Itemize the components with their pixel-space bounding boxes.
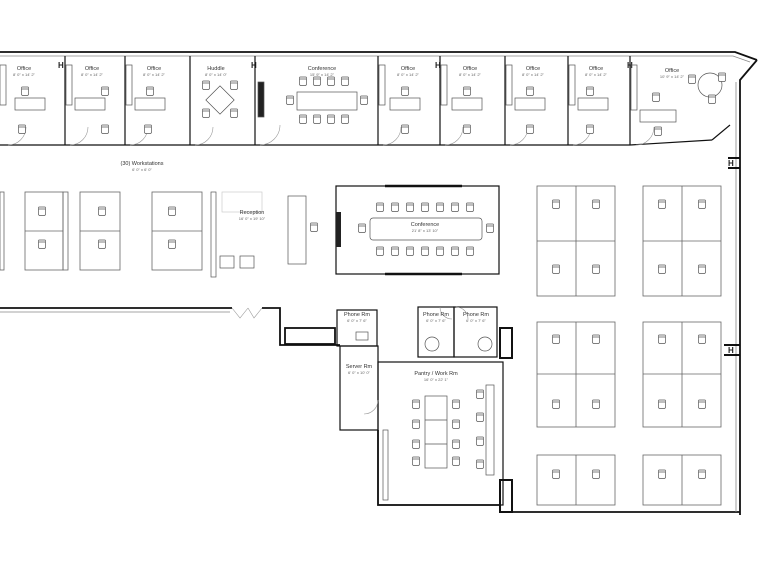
room-dim: 8' 0" x 14' 2" <box>585 72 607 77</box>
svg-text:H: H <box>728 346 734 355</box>
top-conference-table <box>286 76 368 124</box>
room-dim: 15' 9" x 14' 2" <box>309 72 335 77</box>
room-dim: 6' 0" x 10' 0" <box>348 370 370 375</box>
svg-text:H: H <box>58 61 64 70</box>
room-dim: 8' 0" x 14' 2" <box>13 72 35 77</box>
room-name: Server Rm <box>345 364 373 370</box>
office-furniture <box>0 64 723 123</box>
room-dim: 8' 0" x 14' 2" <box>397 72 419 77</box>
room-dim: 8' 0" x 14' 2" <box>522 72 544 77</box>
service-rooms <box>284 306 513 513</box>
room-dim: 6' 0" x 7' 6" <box>466 318 486 323</box>
room-dim: 21' 8" x 13' 10" <box>411 228 439 233</box>
svg-text:H: H <box>728 159 734 168</box>
room-name: Phone Rm <box>344 312 370 318</box>
room-name: (30) Workstations <box>120 161 164 167</box>
svg-text:H: H <box>251 61 257 70</box>
room-dim: 8' 0" x 14' 0" <box>205 72 227 77</box>
room-name: Office <box>664 68 680 74</box>
room-dim: 8' 0" x 14' 2" <box>459 72 481 77</box>
room-dim: 10' 9" x 14' 2" <box>659 74 685 79</box>
room-name: Office <box>16 66 32 72</box>
room-name: Office <box>84 66 100 72</box>
room-name: Office <box>146 66 162 72</box>
room-dim: 8' 0" x 14' 2" <box>143 72 165 77</box>
room-name: Office <box>525 66 541 72</box>
office-row <box>0 56 731 146</box>
huddle-table <box>202 80 238 118</box>
room-dim: 8' 0" x 14' 2" <box>81 72 103 77</box>
room-name: Office <box>462 66 478 72</box>
phone-room-chairs <box>355 331 493 352</box>
left-workstations <box>0 191 203 271</box>
room-dim: 6' 0" x 6' 0" <box>132 167 152 172</box>
right-workstation-pods <box>536 185 722 506</box>
room-name: Pantry / Work Rm <box>414 371 458 377</box>
room-name: Conference <box>307 66 337 72</box>
room-dim: 6' 0" x 7' 6" <box>426 318 446 323</box>
reception-area <box>210 191 307 278</box>
pantry-furniture <box>382 384 495 501</box>
room-dim: 16' 0" x 22' 1" <box>423 377 449 382</box>
room-dim: 16' 0" x 19' 10" <box>238 216 266 221</box>
room-dim: 6' 0" x 7' 6" <box>347 318 367 323</box>
room-name: Huddle <box>207 66 225 72</box>
room-name: Conference <box>410 222 440 228</box>
room-name: Office <box>588 66 604 72</box>
room-name: Office <box>400 66 416 72</box>
svg-text:H: H <box>435 61 441 70</box>
room-name: Reception <box>239 210 265 216</box>
room-name: Phone Rm <box>423 312 449 318</box>
room-name: Phone Rm <box>463 312 489 318</box>
main-conference <box>335 184 500 276</box>
